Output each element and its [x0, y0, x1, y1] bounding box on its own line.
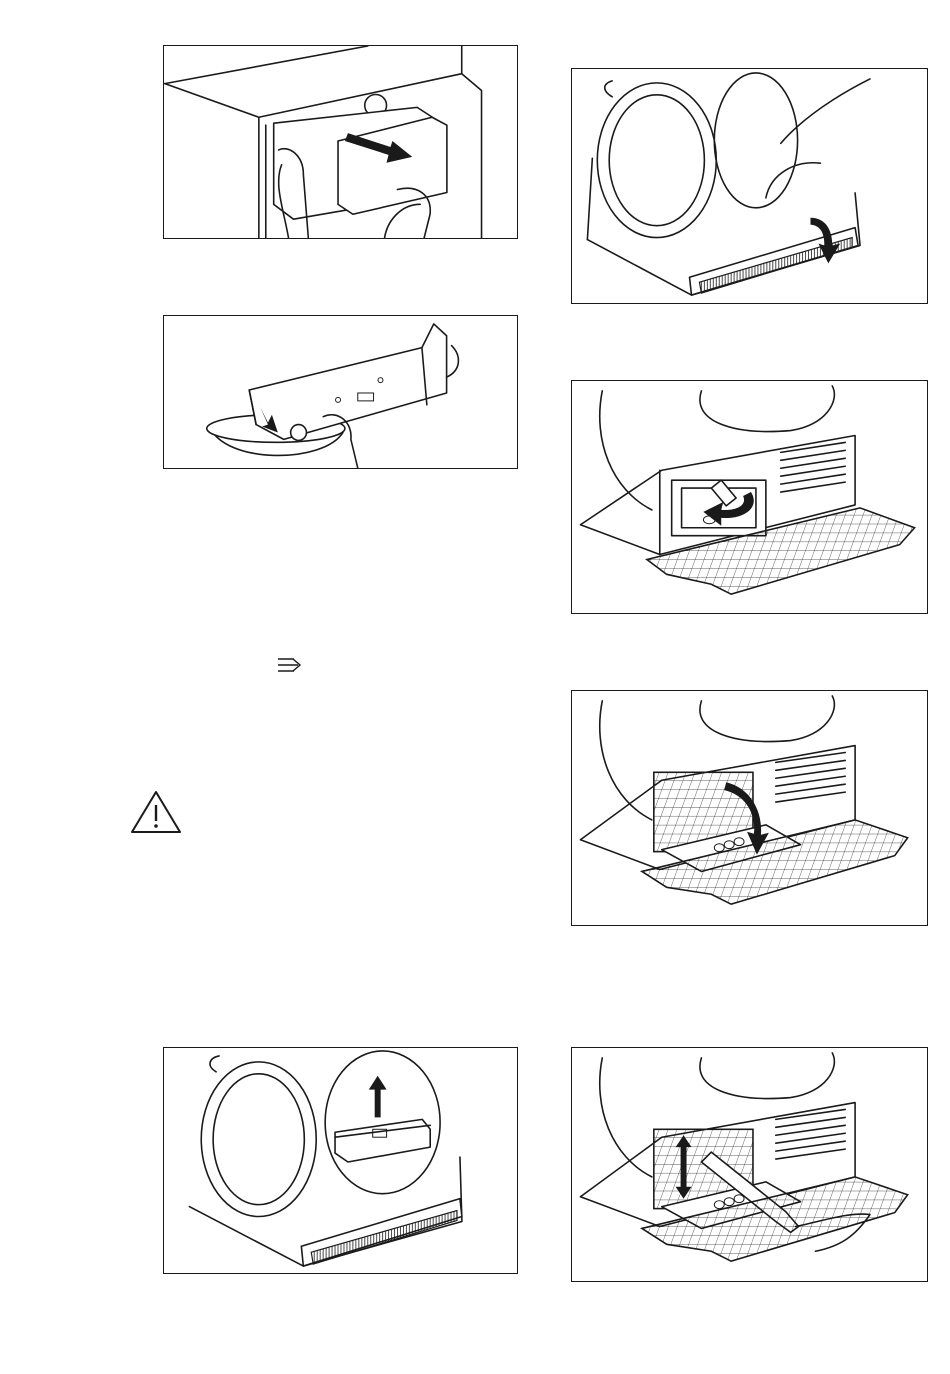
pull-filter-illustration	[571, 690, 928, 926]
remove-door-filter-illustration	[163, 1047, 518, 1274]
water-container-remove-illustration	[163, 45, 518, 239]
vacuum-filter-illustration	[571, 1047, 928, 1282]
filter-indicator-icon	[276, 654, 304, 676]
open-door-base-panel-illustration	[571, 68, 928, 304]
water-container-empty-illustration	[163, 315, 518, 469]
warning-triangle-icon	[130, 790, 182, 834]
turn-lever-illustration	[571, 380, 928, 614]
